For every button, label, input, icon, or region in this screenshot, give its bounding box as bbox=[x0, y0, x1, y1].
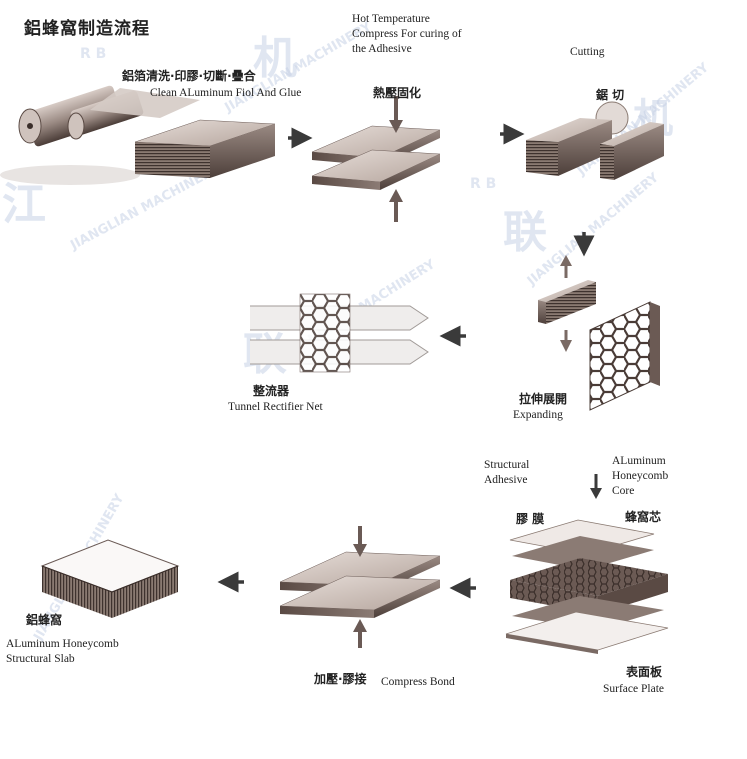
plate-label-zh: 表面板 bbox=[626, 665, 663, 679]
slab-label-zh: 鋁蜂窩 bbox=[26, 613, 63, 627]
slab-en-line-1: ALuminum Honeycomb bbox=[6, 638, 119, 650]
cutting-illustration bbox=[526, 101, 664, 180]
hot-press-en-line-1: Hot Temperature bbox=[352, 13, 430, 25]
expanding-label-en: Expanding bbox=[513, 409, 563, 421]
film-label-zh: 膠 膜 bbox=[516, 512, 545, 526]
layup-illustration bbox=[505, 474, 669, 654]
slab-label-en: ALuminum Honeycomb Structural Slab bbox=[6, 637, 119, 667]
watermark-abbr-1: R B bbox=[80, 46, 107, 62]
hot-press-label-en: Hot Temperature Compress For curing of t… bbox=[352, 12, 462, 57]
adhesive-label-en: Structural Adhesive bbox=[484, 458, 529, 488]
clean-glue-label-zh: 鋁箔清洗·印膠·切斷·疊合 bbox=[122, 69, 256, 83]
slab-en-line-2: Structural Slab bbox=[6, 653, 75, 665]
rectifier-illustration bbox=[250, 293, 429, 373]
expanding-label-zh: 拉伸展開 bbox=[519, 392, 568, 406]
expanding-illustration bbox=[538, 255, 660, 411]
rectifier-label-en: Tunnel Rectifier Net bbox=[228, 401, 323, 413]
watermark-char-2: 联 bbox=[503, 207, 547, 258]
clean-glue-label-en: Clean ALuminum Fiol And Glue bbox=[150, 87, 302, 99]
core-en-line-3: Core bbox=[612, 485, 635, 497]
foil-rolls-illustration bbox=[0, 85, 276, 185]
honeycomb-slab-illustration bbox=[40, 539, 180, 618]
watermark-abbr-2: R B bbox=[470, 176, 497, 192]
compress-bond-label-en: Compress Bond bbox=[381, 676, 455, 688]
adhesive-en-line-1: Structural bbox=[484, 459, 530, 471]
rectifier-label-zh: 整流器 bbox=[253, 384, 290, 398]
core-en-line-1: ALuminum bbox=[612, 455, 666, 467]
flow-arrows bbox=[217, 123, 595, 599]
compress-bond-label-zh: 加壓·膠接 bbox=[314, 672, 367, 686]
watermark-char-3: 机 bbox=[253, 33, 297, 84]
core-label-zh: 蜂窩芯 bbox=[625, 510, 662, 524]
hot-press-illustration bbox=[311, 96, 441, 222]
core-label-en: ALuminum Honeycomb Core bbox=[612, 454, 668, 499]
hot-press-en-line-2: Compress For curing of bbox=[352, 28, 462, 40]
cutting-label-zh: 鋸 切 bbox=[596, 88, 625, 102]
watermark-char-1: 江 bbox=[2, 179, 46, 230]
hot-press-label-zh: 熱壓固化 bbox=[373, 86, 422, 100]
page-title: 鋁蜂窩制造流程 bbox=[24, 19, 150, 39]
cutting-label-en: Cutting bbox=[570, 46, 605, 58]
compress-bond-illustration bbox=[279, 526, 441, 648]
plate-label-en: Surface Plate bbox=[603, 683, 664, 695]
core-en-line-2: Honeycomb bbox=[612, 470, 669, 482]
hot-press-en-line-3: the Adhesive bbox=[352, 43, 412, 55]
adhesive-en-line-2: Adhesive bbox=[484, 474, 528, 486]
